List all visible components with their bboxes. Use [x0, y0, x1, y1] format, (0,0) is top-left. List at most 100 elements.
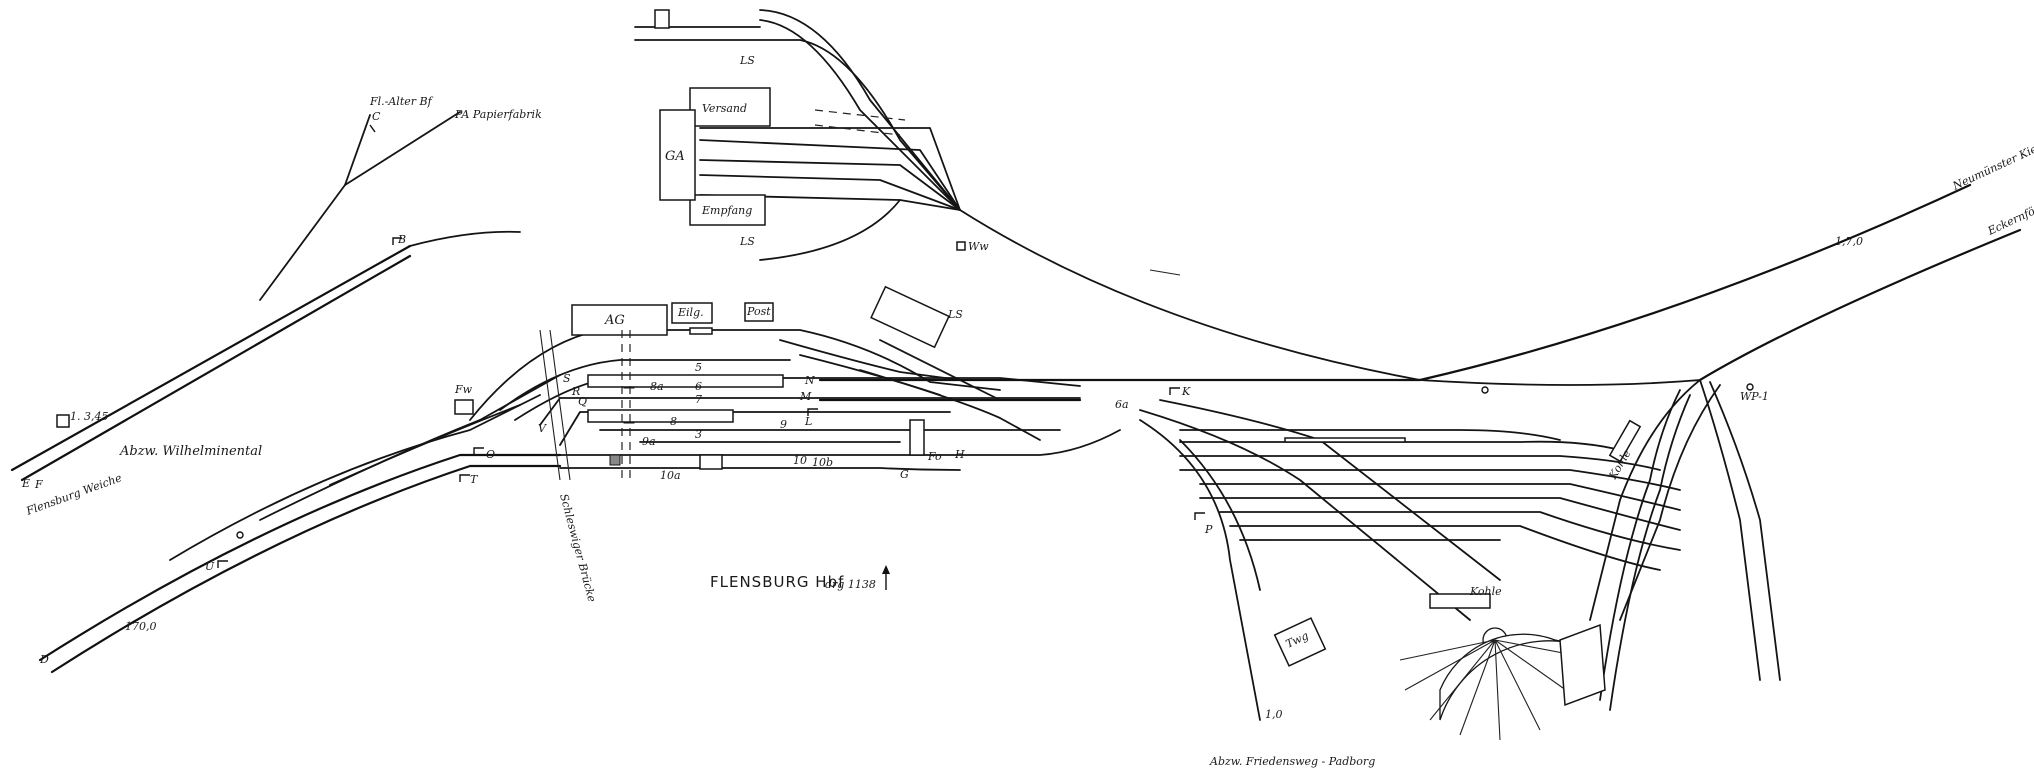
- signal-marker-3: [1746, 383, 1754, 391]
- signal-letter-u: U: [205, 560, 215, 573]
- label-schleswiger-bruecke: Schleswiger Brücke: [557, 492, 599, 603]
- track-number-5: 5: [695, 361, 702, 374]
- signal-letter-f: F: [34, 478, 43, 491]
- track-number-10a: 10a: [660, 469, 681, 482]
- buildings: [56, 9, 1642, 667]
- label-fw: Fw: [454, 383, 473, 396]
- signal-letter-c: C: [372, 110, 381, 123]
- block-post-building: [56, 414, 70, 428]
- track-number-8a: 8a: [650, 380, 664, 393]
- label-ls-upper: LS: [739, 54, 755, 67]
- signal-letter-r: R: [571, 385, 580, 398]
- signal-letter-m: M: [799, 390, 812, 403]
- signal-letter-q: Q: [578, 395, 587, 408]
- padborg-line: [1139, 419, 1261, 721]
- label-ls-mid: LS: [947, 308, 963, 321]
- label-papierfabrik: PA Papierfabrik: [454, 108, 542, 121]
- label-km-a: 1. 3,45: [70, 410, 108, 423]
- label-abzw-friedensweg: Abzw. Friedensweg - Padborg: [1209, 755, 1375, 768]
- page-title: FLENSBURG Hbf: [710, 573, 844, 591]
- track-number-6a: 6a: [1115, 398, 1129, 411]
- fw-building: [454, 399, 474, 415]
- label-abzw-wilhelminental: Abzw. Wilhelminental: [119, 444, 262, 459]
- fo-building: [909, 419, 925, 456]
- label-ga: GA: [665, 149, 685, 164]
- label-km-c: 1,0: [1265, 708, 1283, 721]
- track-number-10: 10: [793, 454, 807, 467]
- label-empfang: Empfang: [701, 204, 752, 217]
- platform-shelter-3: [609, 454, 621, 466]
- track-number-10b: 10b: [812, 456, 833, 469]
- signal-letter-b: B: [397, 233, 406, 246]
- signal-o: [473, 447, 484, 455]
- signal-t: [459, 474, 470, 482]
- label-ls-lower: LS: [739, 235, 755, 248]
- date-note: drg 1138: [825, 578, 876, 591]
- buffer-stop-building: [654, 9, 670, 29]
- kohle-right-bunker: [1608, 419, 1642, 463]
- label-eilg: Eilg.: [677, 306, 704, 319]
- eilg-building: [671, 302, 713, 324]
- signal-letter-v: V: [538, 422, 547, 435]
- empfang-building: [689, 194, 766, 226]
- kohle-lower-bunker: [1429, 593, 1491, 609]
- signal-p: [1194, 512, 1205, 520]
- signal-c: [369, 124, 376, 133]
- label-versand: Versand: [702, 102, 747, 115]
- signal-b: [392, 237, 402, 245]
- loco-depot-yard: [1139, 379, 1781, 711]
- ls-mid-building: [870, 285, 950, 349]
- platforms: [539, 327, 784, 481]
- southern-approach: [38, 374, 562, 674]
- signal-marker-2: [236, 531, 244, 539]
- ga-building: [659, 109, 696, 201]
- labels: FLENSBURG Hbf drg 1138 Abzw. Wilhelminen…: [24, 54, 2034, 768]
- bm-building: [699, 454, 723, 470]
- label-ww: Ww: [968, 240, 989, 253]
- signal-letter-h: H: [954, 448, 965, 461]
- track-number-6: 6: [695, 380, 702, 393]
- signal-marker-1: [1481, 386, 1489, 394]
- twg-building: [1273, 617, 1327, 667]
- post-building: [744, 302, 774, 322]
- signal-letter-s: S: [563, 372, 571, 385]
- signal-u: [217, 560, 228, 568]
- signal-l: [807, 408, 818, 416]
- depot-platform: [1284, 437, 1406, 443]
- label-wp: WP-1: [1740, 390, 1769, 403]
- versand-building: [689, 87, 771, 127]
- track-numbers: 5 6 7 8 9 10 8a 9a 10a 10b 6a 3: [642, 361, 1129, 482]
- signal-letter-t: T: [470, 473, 479, 486]
- signal-k: [1169, 387, 1180, 395]
- signal-letter-l: L: [804, 415, 812, 428]
- track-number-8: 8: [670, 415, 677, 428]
- goods-yard: [634, 9, 1421, 381]
- label-eckernfoerde: Eckernförde: [1985, 196, 2034, 238]
- track-number-9: 9: [780, 418, 787, 431]
- label-fl-alter-bf: Fl.-Alter Bf: [369, 95, 434, 108]
- right-main-lines: [1418, 183, 2022, 386]
- main-station-tracks: [469, 329, 1422, 471]
- signal-letter-p: P: [1204, 523, 1213, 536]
- label-post: Post: [746, 305, 771, 318]
- label-km-d: 1,7,0: [1835, 235, 1863, 248]
- signal-letter-n: N: [804, 374, 815, 387]
- track-number-7: 7: [695, 393, 702, 406]
- track-number-9a: 9a: [642, 435, 656, 448]
- signal-letter-k: K: [1181, 385, 1191, 398]
- signal-letters: B C D E F G H K L M N O P Q R S T U V: [21, 110, 1213, 666]
- signals: [217, 124, 1754, 568]
- ww-building: [956, 241, 966, 251]
- label-km-b: 170,0: [125, 620, 157, 633]
- turntable-roundhouse: [1399, 623, 1606, 741]
- signal-letter-d: D: [39, 653, 49, 666]
- signal-letter-g: G: [900, 468, 909, 481]
- weiche-double-track: [10, 111, 521, 482]
- label-kohle-lower: Kohle: [1469, 585, 1502, 598]
- signal-letter-o: O: [486, 448, 495, 461]
- signal-letter-e: E: [21, 477, 30, 490]
- label-neumuenster-kiel: Neumünster Kiel: [1950, 141, 2034, 194]
- track-number-3: 3: [695, 428, 702, 441]
- label-ag: AG: [604, 313, 625, 328]
